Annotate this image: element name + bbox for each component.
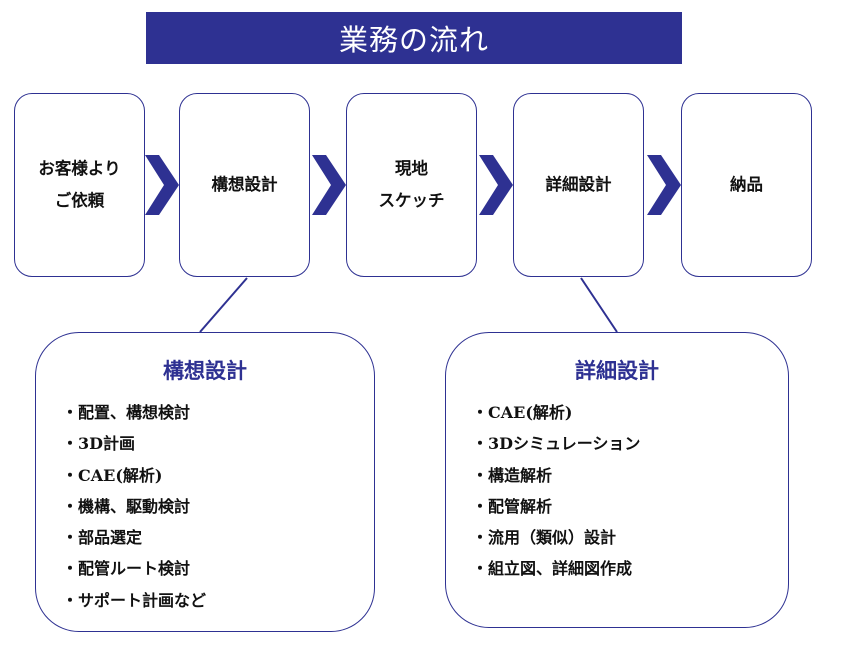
list-item: ・CAE(解析) [62,465,163,485]
flow-step-label: 構想設計 [211,175,278,194]
flow-step-detail-design: 詳細設計 [513,93,644,277]
list-item: ・配管ルート検討 [62,559,191,579]
list-item: ・CAE(解析) [472,403,573,422]
page-title: 業務の流れ [146,12,682,64]
flow-step-delivery: 納品 [681,93,812,277]
list-item: ・配管解析 [472,496,553,516]
flow-step-site-sketch: 現地 スケッチ [346,93,477,277]
connector-line [580,277,618,333]
detail-box-detail-design: 詳細設計 ・CAE(解析) ・3Dシミュレーション ・構造解析 ・配管解析 ・流… [445,332,789,628]
list-item: ・配置、構想検討 [62,403,191,422]
flow-step-label: 納品 [730,175,763,194]
chevron-right-icon [145,155,179,215]
detail-title: 構想設計 [163,358,247,383]
flow-step-label: 詳細設計 [545,175,612,194]
flow-step-concept-design: 構想設計 [179,93,310,277]
list-item: ・組立図、詳細図作成 [472,559,633,579]
list-item: ・3D計画 [62,434,136,454]
chevron-right-icon [647,155,681,215]
chevron-right-icon [479,155,513,215]
detail-title: 詳細設計 [575,358,659,383]
list-item: ・サポート計画など [62,590,207,610]
flow-step-request: お客様より ご依頼 [14,93,145,277]
list-item: ・部品選定 [62,528,143,548]
flow-step-label: お客様より ご依頼 [38,159,121,210]
detail-list: ・CAE(解析) ・3Dシミュレーション ・構造解析 ・配管解析 ・流用（類似）… [472,397,640,585]
detail-box-concept-design: 構想設計 ・配置、構想検討 ・3D計画 ・CAE(解析) ・機構、駆動検討 ・部… [35,332,375,632]
list-item: ・機構、駆動検討 [62,496,191,516]
flow-step-label: 現地 スケッチ [378,159,445,210]
list-item: ・3Dシミュレーション [472,434,641,454]
detail-list: ・配置、構想検討 ・3D計画 ・CAE(解析) ・機構、駆動検討 ・部品選定 ・… [62,397,206,616]
chevron-right-icon [312,155,346,215]
list-item: ・流用（類似）設計 [472,528,617,548]
connector-line [199,277,248,333]
list-item: ・構造解析 [472,465,553,485]
